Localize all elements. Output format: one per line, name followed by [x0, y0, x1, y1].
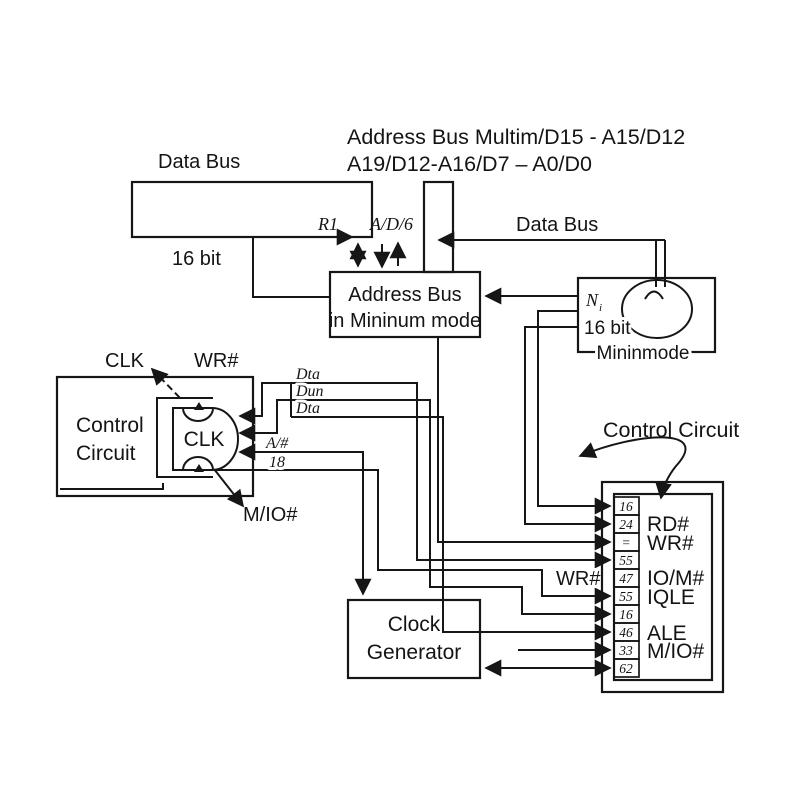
address-bus-box-line2: in Mininum mode — [329, 310, 481, 332]
bit16-left-label: 16 bit — [172, 248, 221, 270]
pin-number: 24 — [619, 517, 633, 532]
coil-ellipse — [621, 279, 693, 339]
data-bus-left-label: Data Bus — [158, 151, 240, 173]
wire-18-wr — [214, 469, 612, 605]
mininmode-label: Mininmode — [597, 343, 690, 364]
bit16-right-label: 16 bit — [584, 318, 631, 339]
wire-a-hash — [238, 443, 372, 596]
pin-number: 33 — [618, 643, 633, 658]
pin-number: = — [621, 535, 630, 550]
title-line1: Address Bus Multim/D15 - A15/D12 — [347, 125, 685, 149]
chip-outer-box — [600, 480, 725, 694]
ad6-label: A/D/6 — [369, 214, 413, 234]
control-box-bottom-stub — [60, 483, 164, 490]
dun-label: Dun — [295, 383, 324, 400]
bottom-notch-dot — [194, 464, 204, 472]
clk-pointer-arrow — [150, 367, 182, 400]
pin-cell-column — [613, 496, 640, 678]
wire-dta2 — [291, 416, 612, 641]
wire-dun — [238, 399, 612, 623]
pin-number: 47 — [619, 571, 634, 586]
clk-connector-bottom-notch — [182, 456, 214, 471]
control-box-line2: Circuit — [76, 442, 136, 465]
n18-label: 18 — [269, 454, 285, 471]
r1-label: R1 — [317, 214, 338, 234]
wire-bus-to-addrbox — [252, 237, 330, 298]
pin-number: 46 — [619, 625, 633, 640]
n-sub-label: i — [599, 302, 602, 314]
control-box-line1: Control — [76, 414, 144, 437]
wr-top-label: WR# — [194, 350, 239, 372]
signal-label: ALE — [647, 622, 687, 645]
pin-number: 62 — [619, 661, 633, 676]
clk-connector-outer — [156, 397, 213, 478]
pin-numbers: 16 24 = 55 47 55 16 46 33 62 — [618, 499, 634, 676]
signal-label: M/IO# — [647, 640, 704, 663]
address-bus-box — [328, 270, 482, 339]
dta2-label: Dta — [295, 400, 320, 417]
wr-mid-label: WR# — [556, 568, 601, 590]
signal-label: WR# — [647, 532, 694, 555]
address-bus-box-line1: Address Bus — [348, 284, 461, 306]
clk-connector-dshape — [211, 407, 239, 471]
signal-label: IO/M# — [647, 567, 704, 590]
dta1-label: Dta — [295, 366, 320, 383]
wire-addrbox-to-chip — [437, 337, 612, 551]
pin-number: 55 — [619, 589, 633, 604]
pin-number: 55 — [619, 553, 633, 568]
clk-connector-top-notch — [182, 407, 214, 422]
title-line2: A19/D12-A16/D7 – A0/D0 — [347, 152, 592, 176]
mininmode-box — [576, 276, 717, 354]
signal-label: IQLE — [647, 586, 695, 609]
clk-connector-inner — [172, 407, 213, 471]
pin-signal-labels: RD# WR# IO/M# IQLE ALE M/IO# — [647, 513, 704, 663]
coil-arc — [644, 290, 664, 300]
pin-cell — [613, 658, 640, 678]
clock-gen-line2: Generator — [367, 641, 462, 664]
pin-number: 16 — [619, 499, 633, 514]
clock-gen-line1: Clock — [388, 613, 441, 636]
signal-label: RD# — [647, 513, 689, 536]
clk-connector-label: CLK — [184, 428, 225, 451]
clk-top-label: CLK — [105, 350, 145, 372]
top-notch-dot — [194, 402, 204, 410]
curved-arrow — [578, 436, 687, 500]
pin-number: 16 — [619, 607, 633, 622]
n-label: N — [585, 290, 599, 310]
data-bus-right-label: Data Bus — [516, 214, 598, 236]
mininmode-stub-row1 — [537, 310, 612, 515]
bus-stub-rect — [422, 180, 455, 274]
mio-left-label: M/IO# — [243, 504, 298, 526]
a-hash-label: A/# — [265, 435, 289, 452]
mio-pointer-arrow — [213, 468, 245, 508]
clock-generator-box — [346, 598, 482, 680]
